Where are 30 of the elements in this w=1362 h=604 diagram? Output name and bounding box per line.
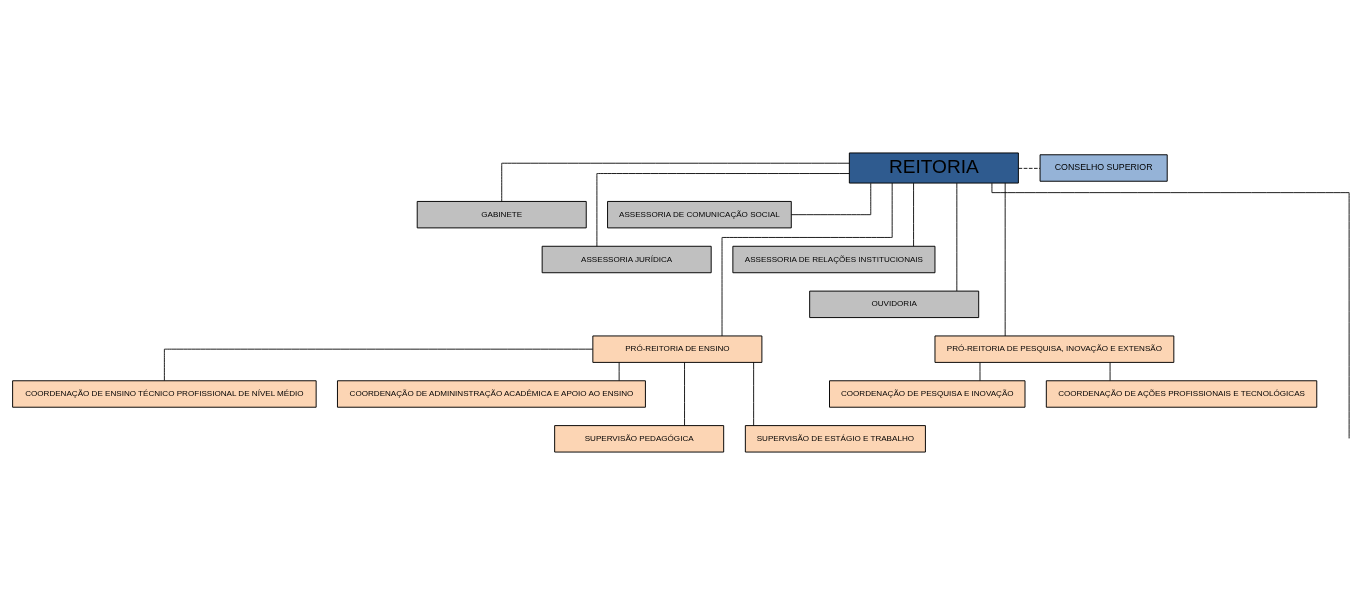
node-box: SUPERVISÃO DE ESTÁGIO E TRABALHO	[744, 424, 926, 453]
node-box: PRÓ-REITORIA DE PESQUISA, INOVAÇÃO E EXTENSÃO	[934, 334, 1175, 363]
node-box: COORDENAÇÃO DE PESQUISA E INOVAÇÃO	[829, 379, 1026, 408]
connector	[501, 162, 850, 202]
connector	[913, 182, 914, 247]
connector	[790, 182, 872, 215]
node-box: ASSESSORIA DE COMUNICAÇÃO SOCIAL	[607, 200, 792, 228]
node-box: ASSESSORIA JURÍDICA	[541, 245, 712, 273]
connector	[618, 361, 620, 381]
node-box: ASSESSORIA DE RELAÇÕES INSTITUCIONAIS	[732, 245, 936, 273]
node-box: OUVIDORIA	[809, 290, 980, 318]
node-box: CONSELHO SUPERIOR	[1039, 153, 1168, 182]
connector	[956, 182, 958, 291]
node-box: COORDENAÇÃO DE ADMININSTRAÇÃO ACADÊMICA E APOIO AO ENSINO	[337, 379, 646, 408]
node-box: PRÓ-REITORIA DE ENSINO	[592, 334, 763, 363]
node-box: GABINETE	[416, 200, 587, 228]
node-box: SUPERVISÃO PEDAGÓGICA	[554, 424, 725, 453]
connector	[684, 361, 685, 426]
connector	[596, 172, 850, 247]
node-box: COORDENAÇÃO DE AÇÕES PROFISSIONAIS E TECNOLÓGICAS	[1045, 379, 1318, 408]
connector	[1018, 167, 1041, 169]
connector	[163, 348, 594, 381]
node-box: COORDENAÇÃO DE ENSINO TÉCNICO PROFISSIONAL DE NÍVEL MÉDIO	[12, 379, 317, 408]
connector	[979, 361, 981, 381]
connector	[721, 182, 893, 336]
node-box: REITORIA	[848, 151, 1019, 184]
connector	[1109, 361, 1111, 381]
connector	[1004, 182, 1006, 336]
connector	[991, 182, 1350, 439]
connector	[753, 361, 755, 426]
